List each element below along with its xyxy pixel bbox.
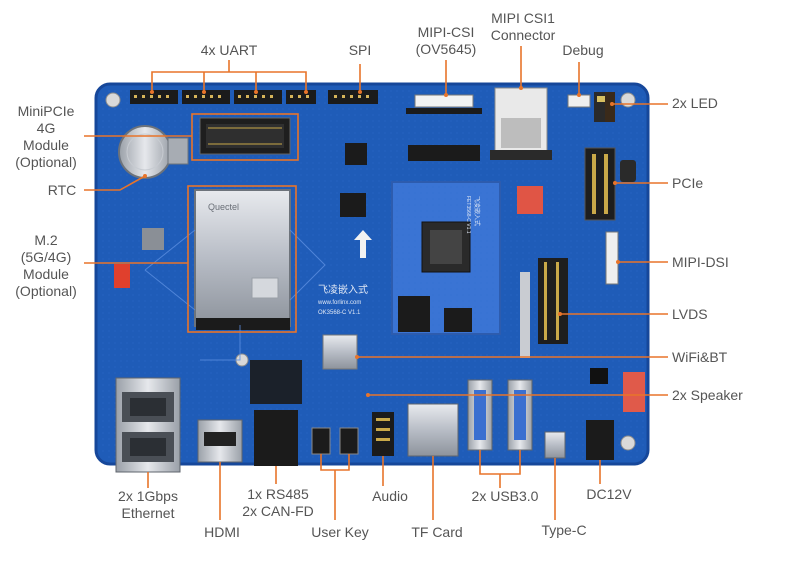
audio-jack	[372, 412, 394, 456]
silkscreen-lines	[144, 229, 326, 361]
label-dc12v: DC12V	[586, 486, 632, 502]
tf-card-slot	[407, 403, 459, 457]
dip-switch	[517, 186, 543, 214]
label-rtc: RTC	[47, 182, 77, 198]
label-pcie: PCIe	[672, 175, 704, 191]
label-m2: M.2 (5G/4G) Module (Optional)	[15, 232, 77, 299]
lvds-connector	[538, 258, 568, 344]
board-model: OK3568-C V1.1	[318, 310, 361, 316]
label-mipi-csi: MIPI-CSI (OV5645)	[415, 24, 477, 57]
label-rs485-can: 1x RS485 2x CAN-FD	[242, 486, 314, 519]
wifi-module	[322, 334, 358, 370]
silkscreen-arrow	[354, 230, 372, 258]
chip	[142, 228, 164, 250]
user-key	[339, 427, 359, 455]
callout-lines	[84, 46, 668, 520]
label-type-c: Type-C	[541, 522, 587, 538]
label-2x-led: 2x LED	[672, 95, 718, 111]
chip	[340, 193, 366, 217]
header-pins	[134, 95, 369, 98]
label-usb30: 2x USB3.0	[471, 488, 539, 504]
core-module: 飞凌嵌入式 FET3568-C V1.1	[391, 181, 501, 335]
label-wifi-bt: WiFi&BT	[672, 349, 728, 365]
m2-module	[194, 189, 291, 327]
m2-logo: Quectel	[208, 202, 239, 212]
label-2x-speaker: 2x Speaker	[672, 387, 743, 403]
led-pair	[594, 92, 615, 122]
mipi-csi-connector	[414, 94, 474, 108]
ethernet-jack	[115, 377, 181, 473]
som-model: FET3568-C V1.1	[465, 196, 471, 234]
pcie-slot	[584, 147, 616, 221]
label-spi: SPI	[348, 42, 372, 58]
label-minipcie: MiniPCIe 4G Module (Optional)	[15, 103, 77, 170]
label-4x-uart: 4x UART	[200, 42, 258, 58]
label-hdmi: HDMI	[204, 524, 240, 540]
label-user-key: User Key	[311, 524, 369, 540]
mipi-dsi-connector	[605, 231, 619, 285]
user-key	[311, 427, 331, 455]
som-brand: 飞凌嵌入式	[473, 196, 481, 226]
label-ethernet: 2x 1Gbps Ethernet	[118, 488, 178, 521]
dc-jack	[586, 420, 614, 460]
board-url: www.forlinx.com	[317, 300, 361, 306]
board-brand: 飞凌嵌入式	[318, 283, 368, 296]
label-audio: Audio	[372, 488, 408, 504]
callout-dots	[143, 86, 620, 397]
label-mipi-dsi: MIPI-DSI	[672, 254, 729, 270]
rs485-terminal	[254, 410, 298, 466]
type-c-port	[544, 431, 566, 459]
label-lvds: LVDS	[672, 306, 708, 322]
label-mipi-csi1-connector: MIPI CSI1 Connector	[490, 10, 556, 43]
label-debug: Debug	[562, 42, 604, 58]
capacitor	[620, 160, 636, 182]
connector-strip	[408, 145, 480, 161]
label-tf-card: TF Card	[411, 524, 463, 540]
chip	[345, 143, 367, 165]
speaker-connector	[623, 372, 645, 412]
pcb-texture	[100, 88, 644, 460]
dip-switch	[114, 264, 130, 288]
uart-headers	[130, 90, 316, 104]
